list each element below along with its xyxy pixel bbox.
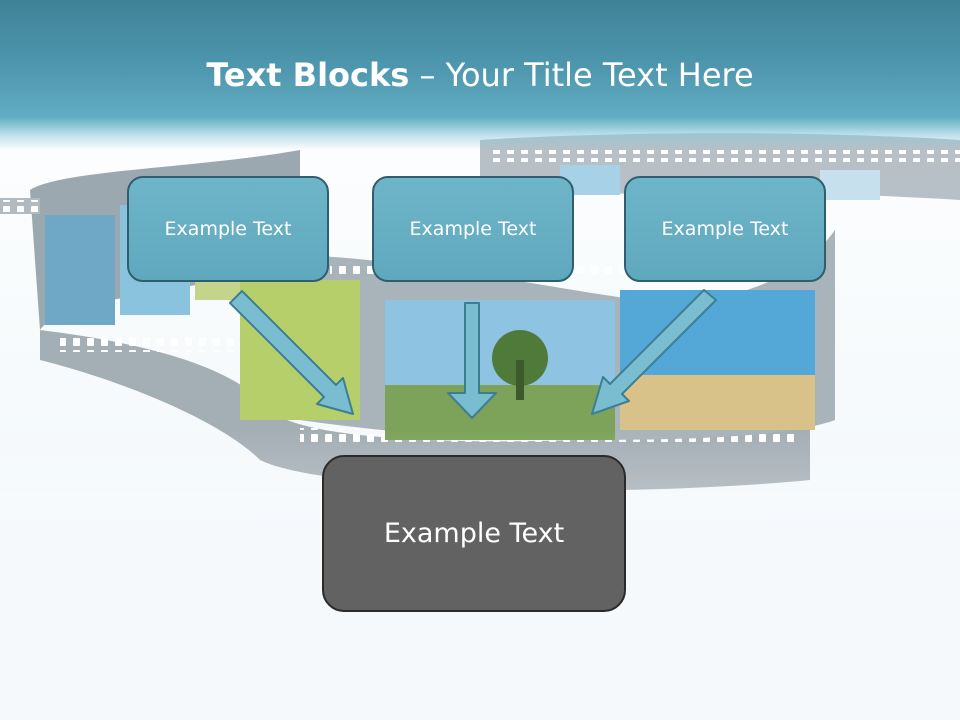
title-band xyxy=(0,0,960,150)
title-rest-part: Your Title Text Here xyxy=(445,56,754,94)
text-block-bottom: Example Text xyxy=(322,455,626,612)
text-block-bottom-label: Example Text xyxy=(383,518,565,549)
text-block-right: Example Text xyxy=(624,176,826,282)
title-bold-part: Text Blocks xyxy=(206,56,410,94)
text-block-center-label: Example Text xyxy=(409,218,537,240)
title-dash: – xyxy=(409,56,446,94)
text-block-left-label: Example Text xyxy=(164,218,292,240)
slide-title: Text Blocks – Your Title Text Here xyxy=(0,50,960,100)
text-block-right-label: Example Text xyxy=(661,218,789,240)
text-block-left: Example Text xyxy=(127,176,329,282)
text-block-center: Example Text xyxy=(372,176,574,282)
